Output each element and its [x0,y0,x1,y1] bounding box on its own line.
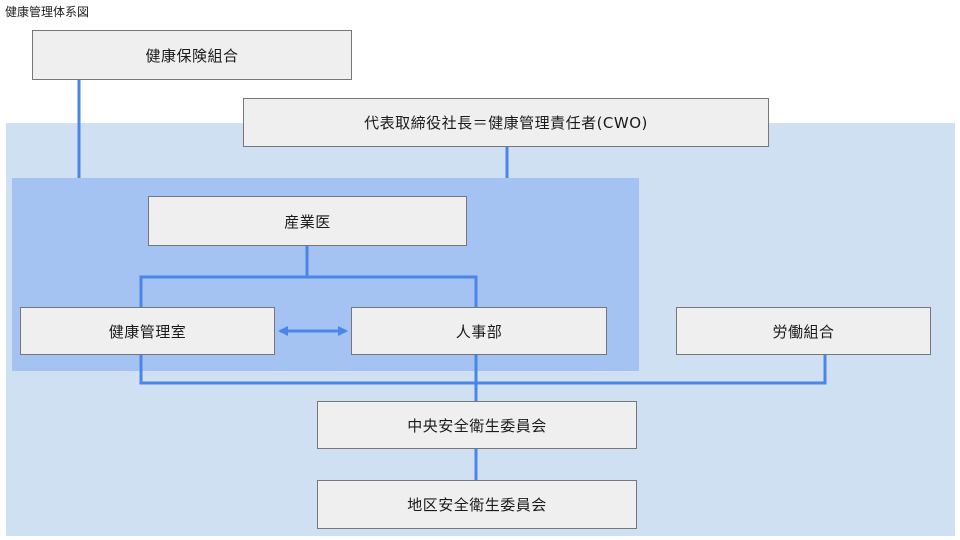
committee-feed-connector [139,355,827,385]
hr-department-box: 人事部 [351,307,607,355]
doctor-branch-connector [139,275,478,307]
labor-union-box: 労働組合 [676,307,931,355]
health-management-office-box: 健康管理室 [20,307,275,355]
diagram-title: 健康管理体系図 [5,5,90,19]
central-safety-committee-box: 中央安全衛生委員会 [317,401,637,449]
health-insurance-union-box: 健康保険組合 [32,30,352,80]
industrial-physician-box: 産業医 [148,196,467,246]
ceo-box: 代表取締役社長＝健康管理責任者(CWO) [243,98,769,147]
regional-safety-committee-box: 地区安全衛生委員会 [317,480,637,529]
